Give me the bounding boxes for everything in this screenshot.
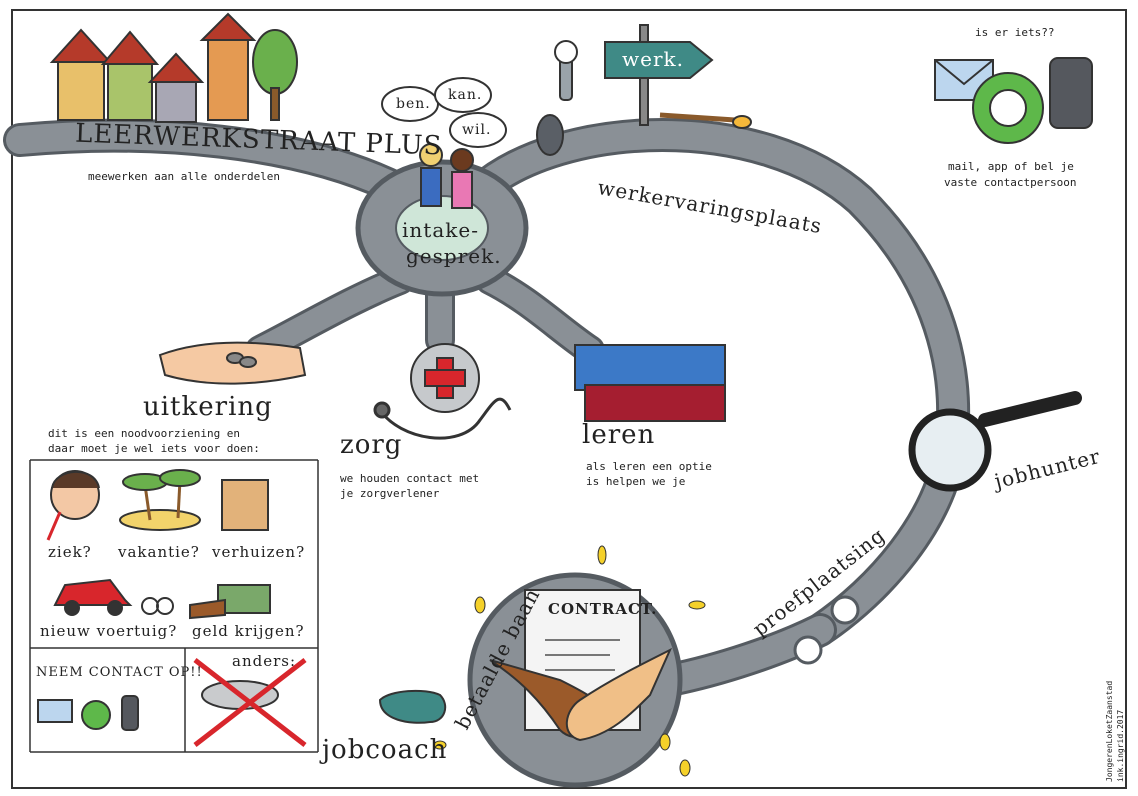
wrench-icon [554,40,578,101]
speech-text-kan: kan. [448,87,483,103]
computer-mouse-icon [536,114,564,156]
contact-text-line2: vaste contactpersoon [944,176,1077,189]
situation-geld: geld krijgen? [192,622,305,640]
situation-verhuizen: verhuizen? [212,543,306,561]
situation-vakantie: vakantie? [118,543,200,561]
leren-line2: is helpen we je [586,475,686,488]
intake-label-line2: gesprek. [406,244,502,268]
uitkering-line2: daar moet je wel iets voor doen: [48,442,260,455]
jobcoach-label: jobcoach [322,735,448,765]
speech-text-wil: wil. [462,122,492,138]
signpost-icon [604,24,714,126]
credit-line2: ink.ingrid.2017 [1116,709,1125,782]
whistle-icon [378,689,447,724]
leren-line1: als leren een optie [586,460,712,473]
houses-icon [49,12,298,123]
zorg-title: zorg [340,430,403,460]
leren-title: leren [582,420,656,450]
credit-line1: JongerenLoketZaanstad [1105,680,1114,782]
speech-bubble-icons [381,77,507,148]
money-hand-icon [189,584,271,620]
puzzle-notch-icon [793,635,823,665]
stethoscope-icon [373,397,512,440]
contract-label: CONTRACT. [548,600,658,618]
puzzle-notch-icon [830,595,860,625]
contact-text-line1: mail, app of bel je [948,160,1074,173]
neem-contact-label: NEEM CONTACT OP!! [36,665,203,680]
whatsapp-icon [972,72,1044,144]
handshake-icon [489,647,673,742]
uitkering-line1: dit is een noodvoorziening en [48,427,241,440]
situation-voertuig: nieuw voertuig? [40,622,178,640]
zorg-line2: je zorgverlener [340,487,440,500]
crossed-coins-icon [193,658,307,747]
uitkering-title: uitkering [143,392,273,422]
car-icon [53,578,174,616]
magnifying-glass-icon [908,391,1082,492]
sign-label: werk. [622,47,684,71]
contact-question: is er iets?? [975,26,1055,39]
books-icon [574,344,726,422]
road-network [3,118,971,697]
hand-with-coins-icon [158,341,307,385]
intake-label-line1: intake- [402,218,479,242]
zorg-line1: we houden contact met [340,472,480,485]
anders-label: anders: [232,652,297,670]
phone-icon [1049,57,1093,129]
scissors-brush-icon [659,112,752,129]
main-title-subtitle: meewerken aan alle onderdelen [88,170,281,183]
speech-text-ben: ben. [396,96,431,112]
moving-box-icon [221,479,269,531]
sick-face-icon [46,470,100,541]
medical-cross-icon [410,343,480,413]
page-border [11,9,1127,789]
sparkle-icons [433,545,706,777]
palm-island-icon [119,469,201,531]
people-icon [419,143,474,209]
contact-small-icons [37,695,139,731]
situation-ziek: ziek? [48,543,92,561]
